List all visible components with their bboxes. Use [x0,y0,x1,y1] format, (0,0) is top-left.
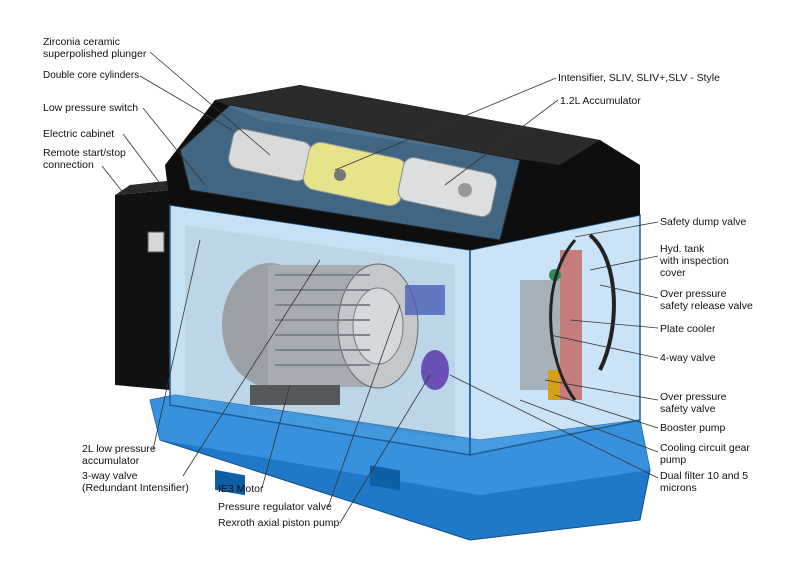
label-remote-start-stop: Remote start/stop connection [43,147,126,171]
label-over-pressure-safety-valve: Over pressure safety valve [660,391,727,415]
label-booster-pump: Booster pump [660,422,726,434]
label-over-pressure-release-valve: Over pressure safety release valve [660,288,753,312]
label-3-way-valve: 3-way valve (Redundant Intensifier) [82,470,189,494]
label-plate-cooler: Plate cooler [660,323,716,335]
axial-piston-pump [405,285,449,390]
label-4-way-valve: 4-way valve [660,352,716,364]
label-zirconia-plunger: Zirconia ceramic superpolished plunger [43,36,147,60]
right-side-components [520,233,616,401]
electric-cabinet [115,180,175,390]
base-platform [149,394,651,541]
label-low-pressure-switch: Low pressure switch [43,102,139,114]
label-safety-dump-valve: Safety dump valve [660,216,747,228]
label-accumulator-12l: 1.2L Accumulator [560,95,641,107]
label-ie3-motor: IE3 Motor [218,483,264,495]
label-pressure-regulator-valve: Pressure regulator valve [218,501,332,513]
label-2l-low-pressure-accumulator: 2L low pressure accumulator [82,443,156,467]
label-dual-filter: Dual filter 10 and 5 microns [660,470,749,494]
label-cooling-circuit-pump: Cooling circuit gear pump [660,442,750,466]
label-intensifier: Intensifier, SLIV, SLIV+,SLV - Style [558,72,720,84]
label-double-core-cylinders: Double core cylinders [43,70,140,81]
ie3-motor [222,263,419,405]
label-rexroth-pump: Rexroth axial piston pump [218,517,340,529]
label-electric-cabinet: Electric cabinet [43,128,115,140]
label-hyd-tank: Hyd. tank with inspection cover [660,243,729,279]
leader-lines [101,51,659,524]
